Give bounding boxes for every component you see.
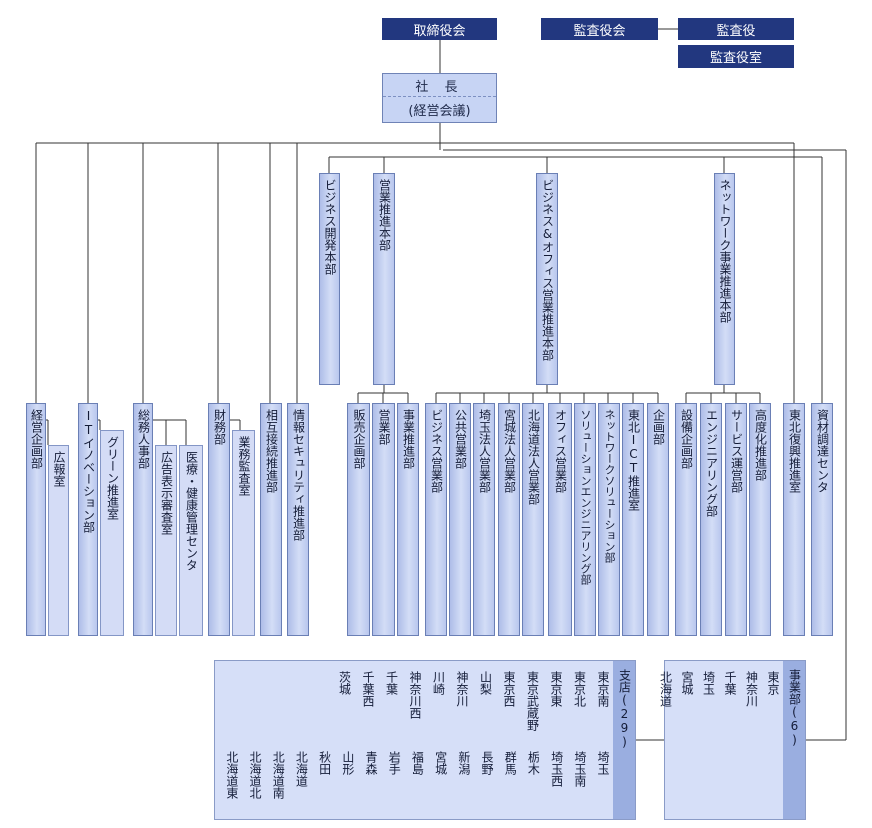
- city-item: 東京武蔵野: [525, 671, 540, 731]
- city-item: 埼玉西: [549, 751, 564, 787]
- city-item: 埼玉: [596, 751, 610, 775]
- dept-hokkaido-corp: 北海道法人営業部: [522, 403, 544, 636]
- city-item: 岩手: [387, 751, 402, 775]
- city-item: 北海道: [658, 671, 673, 707]
- city-item: 栃木: [526, 751, 541, 775]
- dept-sales-planning: 販売企画部: [347, 403, 370, 636]
- president-subtitle: (経営会議): [408, 103, 471, 119]
- city-item: 東京東: [549, 671, 563, 707]
- city-item: 北海道: [294, 751, 309, 787]
- president-box: 社 長 (経営会議): [382, 73, 497, 123]
- board-label: 取締役会: [413, 23, 466, 39]
- hq-biz-office: ビジネス&オフィス営業推進本部: [536, 173, 558, 385]
- city-item: 神奈川西: [408, 671, 422, 719]
- city-item: 神奈川: [744, 671, 759, 707]
- city-item: 新潟: [456, 751, 471, 775]
- divisions-label: 事業部(6): [787, 669, 802, 747]
- city-item: 北海道南: [271, 751, 286, 799]
- city-item: 北海道北: [248, 751, 262, 799]
- president-title: 社 長: [383, 74, 496, 97]
- hq-business-dev: ビジネス開発本部: [319, 173, 340, 385]
- city-item: 福島: [410, 751, 425, 775]
- city-item: 千葉: [723, 671, 737, 695]
- dept-planning: 企画部: [647, 403, 669, 636]
- dept-sales: 営業部: [372, 403, 395, 636]
- auditor-office-box: 監査役室: [678, 45, 794, 68]
- city-item: 東京南: [596, 671, 610, 707]
- dept-solution-eng: ソリューションエンジニアリング部: [574, 403, 596, 636]
- city-item: 群馬: [503, 751, 518, 775]
- city-item: 青森: [364, 751, 378, 775]
- auditors-board-box: 監査役会: [541, 18, 658, 40]
- branches-label: 支店(29): [617, 669, 632, 749]
- dept-biz-promo: 事業推進部: [397, 403, 419, 636]
- dept-public-sales: 公共営業部: [449, 403, 471, 636]
- board-box: 取締役会: [382, 18, 497, 40]
- city-item: 東京: [766, 671, 780, 695]
- city-item: 埼玉: [701, 671, 716, 695]
- dept-audit: 業務監査室: [232, 430, 255, 636]
- city-item: 東京北: [572, 671, 587, 707]
- branches-label-stripe: 支店(29): [613, 661, 635, 819]
- city-item: 埼玉南: [572, 751, 587, 787]
- city-item: 山梨: [478, 671, 493, 695]
- dept-engineering: エンジニアリング部: [700, 403, 722, 636]
- dept-tohoku-recovery: 東北復興推進室: [783, 403, 805, 636]
- dept-it-innovation: ITイノベーション部: [78, 403, 98, 636]
- dept-medical-health: 医療・健康管理センタ: [179, 445, 203, 636]
- dept-ad-review: 広告表示審査室: [155, 445, 177, 636]
- dept-tohoku-ict: 東北ICT推進室: [622, 403, 644, 636]
- city-item: 北海道東: [224, 751, 239, 799]
- hq-network: ネットワーク事業推進本部: [714, 173, 735, 385]
- dept-corp-planning: 経営企画部: [26, 403, 46, 636]
- dept-miyagi-corp: 宮城法人営業部: [498, 403, 520, 636]
- auditor-office-label: 監査役室: [709, 51, 762, 66]
- dept-infosec: 情報セキュリティ推進部: [287, 403, 309, 636]
- dept-office-sales: オフィス営業部: [548, 403, 572, 636]
- city-item: 千葉: [384, 671, 399, 695]
- city-item: 川崎: [431, 671, 446, 695]
- auditor-label: 監査役: [716, 23, 756, 39]
- business-divisions-box: 事業部(6) 東京神奈川千葉埼玉宮城北海道: [659, 660, 806, 820]
- city-item: 宮城: [433, 751, 448, 775]
- city-item: 東京西: [502, 671, 516, 707]
- dept-finance: 財務部: [208, 403, 230, 636]
- dept-general-hr: 総務人事部: [133, 403, 153, 636]
- hq-sales-promo: 営業推進本部: [373, 173, 395, 385]
- branches-box: 支店(29) 東京南東京北東京東東京武蔵野東京西山梨神奈川川崎神奈川西千葉千葉西…: [214, 660, 636, 820]
- city-item: 長野: [480, 751, 494, 775]
- dept-procurement: 資材調達センタ: [811, 403, 833, 636]
- city-item: 千葉西: [361, 671, 375, 707]
- auditor-box: 監査役: [678, 18, 794, 40]
- city-item: 宮城: [680, 671, 694, 695]
- dept-saitama-corp: 埼玉法人営業部: [473, 403, 495, 636]
- auditors-board-label: 監査役会: [573, 23, 626, 39]
- dept-service-ops: サービス運営部: [725, 403, 747, 636]
- divisions-label-stripe: 事業部(6): [783, 661, 805, 819]
- city-item: 山形: [340, 751, 355, 775]
- city-item: 茨城: [337, 671, 352, 695]
- dept-facility-planning: 設備企画部: [675, 403, 697, 636]
- dept-green: グリーン推進室: [100, 430, 124, 636]
- dept-biz-sales: ビジネス営業部: [425, 403, 447, 636]
- dept-interconnect: 相互接続推進部: [260, 403, 282, 636]
- dept-advancement: 高度化推進部: [749, 403, 771, 636]
- dept-pr: 広報室: [48, 445, 69, 636]
- dept-network-solution: ネットワークソリューション部: [598, 403, 620, 636]
- city-item: 神奈川: [455, 671, 469, 707]
- city-item: 秋田: [317, 751, 332, 775]
